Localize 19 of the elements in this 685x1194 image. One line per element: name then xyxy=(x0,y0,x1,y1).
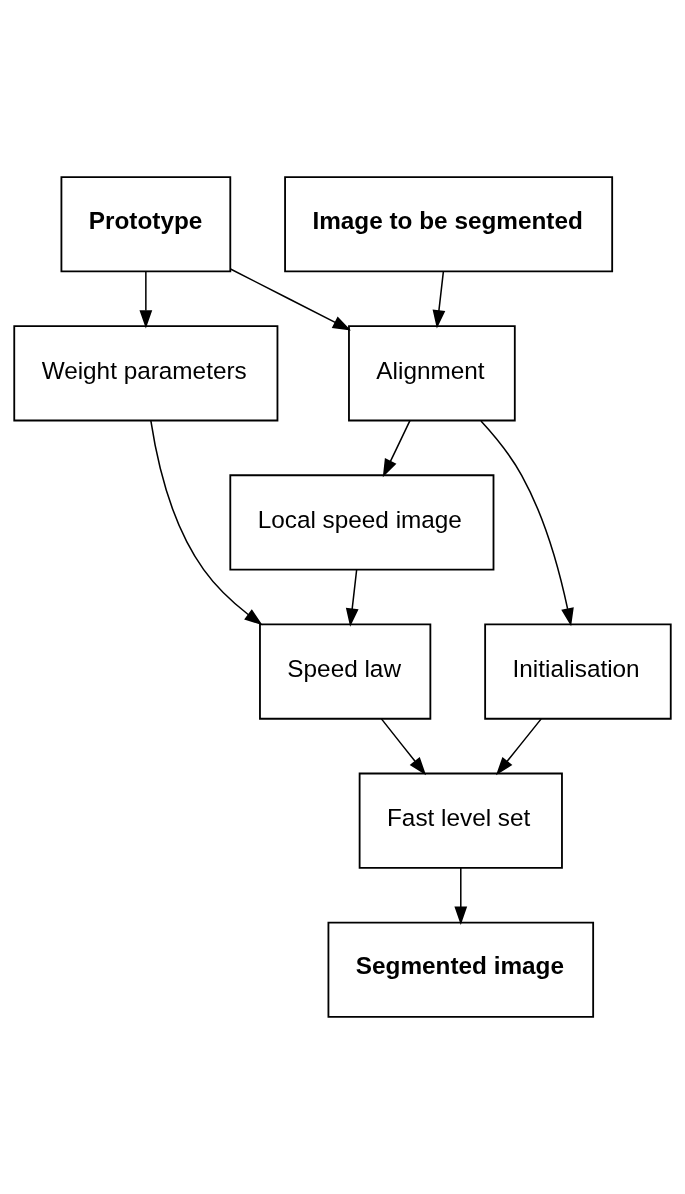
node-box: Fast level set xyxy=(358,772,563,869)
node-box: Local speed image xyxy=(229,474,495,571)
node-box: Alignment xyxy=(348,325,516,422)
arrow xyxy=(150,419,263,626)
arrow xyxy=(139,270,153,329)
arrow xyxy=(432,270,446,329)
arrow xyxy=(345,569,359,627)
arrow xyxy=(229,268,351,331)
arrow xyxy=(382,419,411,478)
arrow xyxy=(380,718,427,776)
arrow xyxy=(480,420,574,627)
node-box: Weight parameters xyxy=(13,325,279,422)
arrow xyxy=(454,867,468,925)
node-box: Segmented image xyxy=(327,921,595,1018)
node-box: Initialisation xyxy=(484,623,672,720)
node-box: Speed law xyxy=(259,623,432,720)
node-box: Image to be segmented xyxy=(284,176,614,273)
arrow xyxy=(495,718,542,776)
node-box: Prototype xyxy=(60,176,232,273)
